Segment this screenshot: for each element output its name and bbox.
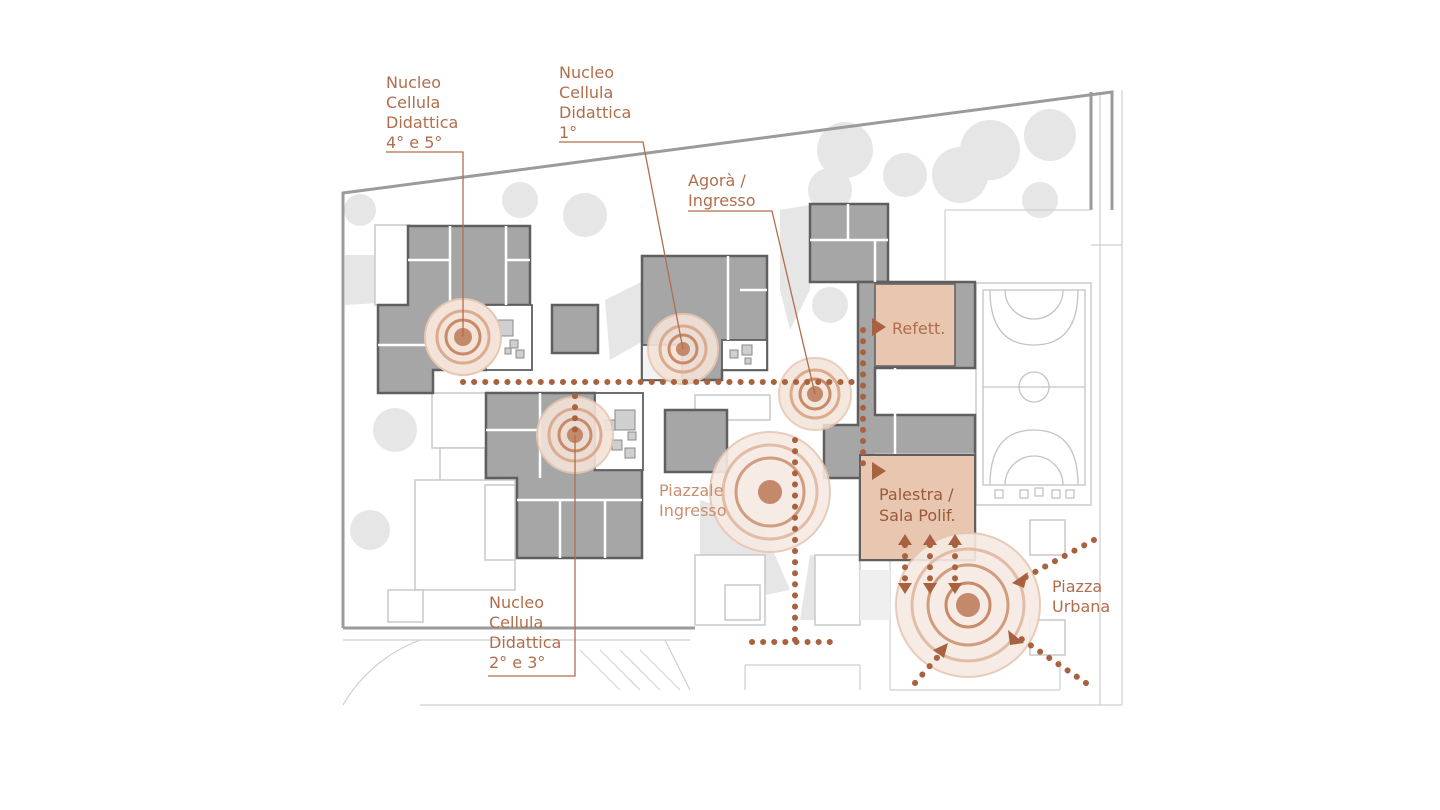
label-refett: Refett. — [892, 319, 945, 338]
basketball-court — [975, 282, 1092, 506]
arrow-to-palestra — [872, 462, 886, 480]
direction-arrows — [872, 318, 1028, 658]
building-central-box — [663, 408, 729, 474]
hotspot-piazza-urbana — [895, 532, 1041, 678]
street-lines — [342, 90, 1123, 706]
site-outline — [341, 90, 1114, 630]
label-nucleo-23: Nucleo Cellula Didattica 2° e 3° — [489, 593, 566, 672]
leader-lines — [386, 141, 816, 677]
courtyard-light — [860, 570, 890, 620]
circulation-paths — [460, 327, 1097, 686]
label-nucleo-1: Nucleo Cellula Didattica 1° — [559, 63, 636, 142]
arrow-to-refett — [872, 318, 886, 336]
label-nucleo-45: Nucleo Cellula Didattica 4° e 5° — [386, 73, 463, 152]
refettorio-room — [874, 283, 956, 367]
label-piazza-urbana: Piazza Urbana — [1052, 577, 1110, 616]
tree-canopies — [344, 109, 1076, 608]
label-palestra: Palestra / Sala Polif. — [879, 485, 959, 525]
parking-stripes — [579, 649, 681, 691]
label-piazzale: Piazzale Ingresso — [659, 481, 729, 520]
label-agora: Agorà / Ingresso — [688, 171, 756, 210]
outbuildings — [374, 224, 1066, 656]
building-small-square — [550, 303, 600, 355]
hotspot-piazzale — [709, 431, 831, 553]
